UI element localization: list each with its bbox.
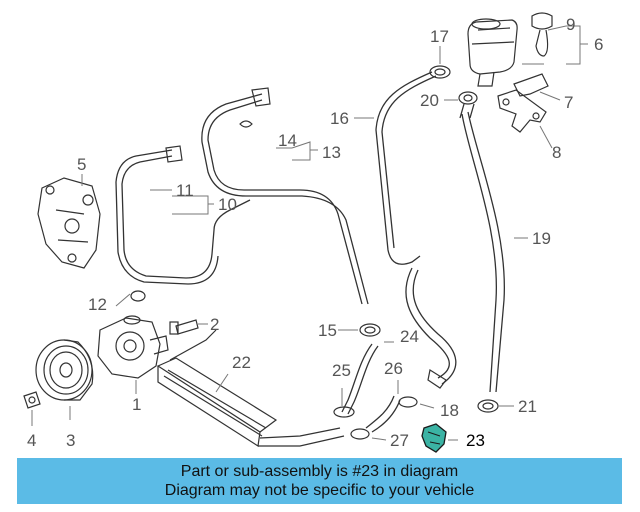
hose-25 bbox=[341, 343, 373, 413]
fitting-12 bbox=[130, 290, 146, 302]
callout-18: 18 bbox=[440, 401, 459, 420]
line-13 bbox=[207, 99, 363, 305]
callout-9: 9 bbox=[566, 15, 575, 34]
clamp-15 bbox=[359, 323, 381, 337]
hose-26 bbox=[365, 395, 395, 429]
hose-16 bbox=[375, 71, 433, 265]
banner-line-2: Diagram may not be specific to your vehi… bbox=[164, 482, 475, 499]
hose-19 bbox=[461, 113, 498, 393]
pump-bracket bbox=[37, 177, 101, 269]
callout-15: 15 bbox=[318, 321, 337, 340]
callout-8: 8 bbox=[552, 143, 561, 162]
callout-13: 13 bbox=[322, 143, 341, 162]
callout-12: 12 bbox=[88, 295, 107, 314]
callout-27: 27 bbox=[390, 431, 409, 450]
clamp-20 bbox=[458, 91, 478, 105]
callout-14: 14 bbox=[278, 131, 297, 150]
callout-labels: 1 2 3 4 5 6 7 8 9 10 11 12 13 14 15 16 1… bbox=[27, 15, 603, 450]
bolt-2 bbox=[169, 319, 199, 335]
callout-2: 2 bbox=[210, 315, 219, 334]
power-steering-pump bbox=[97, 315, 169, 379]
callout-19: 19 bbox=[532, 229, 551, 248]
bolt-4 bbox=[23, 391, 41, 409]
callout-7: 7 bbox=[564, 93, 573, 112]
line-10 bbox=[121, 155, 251, 279]
callout-6: 6 bbox=[594, 35, 603, 54]
callout-20: 20 bbox=[420, 91, 439, 110]
callout-22: 22 bbox=[232, 353, 251, 372]
callout-5: 5 bbox=[77, 155, 86, 174]
info-banner: Part or sub-assembly is #23 in diagram D… bbox=[17, 458, 622, 504]
callout-21: 21 bbox=[518, 397, 537, 416]
callout-16: 16 bbox=[330, 109, 349, 128]
reservoir-cap bbox=[531, 12, 553, 57]
reservoir bbox=[467, 18, 518, 87]
callout-17: 17 bbox=[430, 27, 449, 46]
clamp-21 bbox=[477, 399, 499, 413]
part-23-clamp bbox=[421, 423, 447, 453]
banner-line-1: Part or sub-assembly is #23 in diagram bbox=[180, 463, 459, 480]
bracket-7 bbox=[513, 73, 549, 97]
callout-24: 24 bbox=[400, 327, 419, 346]
callout-23: 23 bbox=[466, 431, 485, 450]
pulley bbox=[35, 339, 94, 401]
callout-25: 25 bbox=[332, 361, 351, 380]
callout-3: 3 bbox=[66, 431, 75, 450]
clamp-17 bbox=[429, 65, 451, 79]
hose-24 bbox=[405, 267, 450, 379]
oil-cooler bbox=[156, 329, 345, 448]
callout-10: 10 bbox=[218, 195, 237, 214]
callout-11: 11 bbox=[176, 181, 194, 200]
clamp-18 bbox=[398, 396, 418, 408]
leader-lines bbox=[31, 25, 588, 441]
callout-4: 4 bbox=[27, 431, 36, 450]
callout-26: 26 bbox=[384, 359, 403, 378]
bracket-8 bbox=[497, 89, 547, 133]
clamp-27 bbox=[350, 428, 370, 440]
callout-1: 1 bbox=[132, 395, 141, 414]
